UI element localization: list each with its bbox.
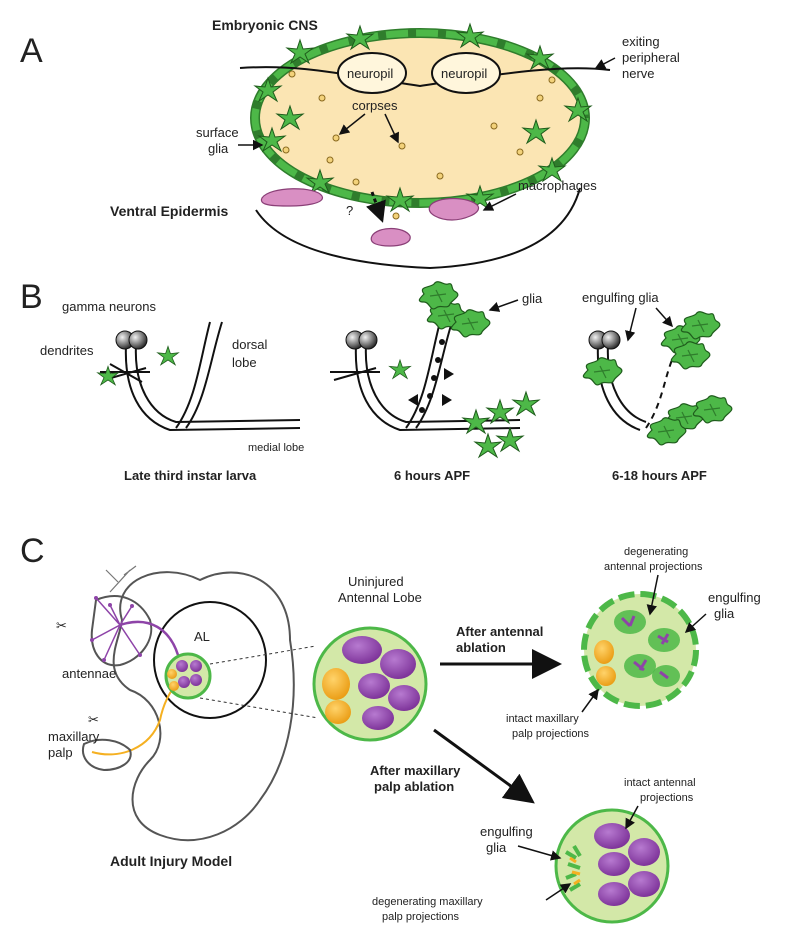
macrophage-1 (260, 188, 323, 207)
dashed-arrow (366, 191, 386, 223)
after-antennal-label-1: After antennal (456, 624, 543, 639)
small-lobe-glomeruli (167, 660, 202, 691)
panel-b: B gamma neurons dendrites dorsal lobe me… (20, 278, 733, 483)
degenerating-maxillary-label-2: palp projections (382, 911, 460, 923)
escaping-corpse (392, 212, 400, 220)
neuropil-right (431, 52, 501, 94)
surface-glia-label-2: glia (208, 141, 229, 156)
stage-3-label: 6-18 hours APF (612, 468, 707, 483)
peripheral-nerve (239, 66, 611, 88)
degenerating-maxillary-label-1: degenerating maxillary (372, 896, 483, 908)
neuron-soma-icon (128, 330, 148, 350)
degenerating-antennal-projections (614, 610, 680, 687)
embryonic-cns-title: Embryonic CNS (212, 17, 318, 33)
uninjured-glomeruli (322, 636, 420, 730)
intact-antennal-label-2: projections (640, 792, 694, 804)
question-mark: ? (346, 203, 353, 218)
glia-label: glia (522, 291, 543, 306)
al-label: AL (194, 629, 210, 644)
medial-lobe-label: medial lobe (248, 442, 304, 454)
intact-antennal-glomeruli (594, 823, 660, 906)
neuropil-left (337, 52, 407, 94)
exiting-nerve-label-1: exiting (622, 34, 660, 49)
after-maxillary-label-1: After maxillary (370, 763, 461, 778)
intact-antennal-label-1: intact antennal (624, 777, 696, 789)
macrophages-label: macrophages (518, 178, 597, 193)
adult-injury-model-label: Adult Injury Model (110, 853, 232, 869)
surface-glia-label-1: surface (196, 125, 239, 140)
panel-c: C AL antennae ✂ ✂ maxillary palp Adul (20, 532, 761, 924)
after-maxillary-label-2: palp ablation (374, 779, 454, 794)
neuropil-left-label: neuropil (347, 66, 393, 81)
neuron-soma-icon (601, 330, 621, 350)
neuropil-right-label: neuropil (441, 66, 487, 81)
antenna (90, 565, 180, 667)
maxillary-palp-outline (82, 738, 132, 772)
panel-a: A Embryonic CNS Ventral Epidermis (20, 17, 680, 270)
stage-6h-apf: glia 6 hours APF (330, 281, 543, 483)
head-outline (112, 571, 295, 842)
engulfing-glia-label-b: engulfing glia (582, 290, 659, 305)
stage-6-18h-apf: engulfing glia 6-18 hours APF (582, 290, 733, 483)
ventral-epidermis-label: Ventral Epidermis (110, 203, 228, 219)
engulfing-glia-label-c-2: glia (714, 606, 735, 621)
brain-outline (153, 601, 267, 719)
panel-b-letter: B (20, 278, 43, 316)
panel-c-letter: C (20, 532, 45, 570)
stage-2-label: 6 hours APF (394, 468, 470, 483)
exiting-nerve-label-2: peripheral (622, 50, 680, 65)
dendrites-label: dendrites (40, 343, 94, 358)
macrophage-2 (428, 197, 480, 221)
neuron-soma-icon (358, 330, 378, 350)
uninjured-label-1: Uninjured (348, 574, 404, 589)
maxillary-palp-label-1: maxillary (48, 729, 100, 744)
engulfing-glia-label-c2-2: glia (486, 840, 507, 855)
ventral-epidermis-arc (255, 187, 581, 270)
maxillary-ablation-arrow (433, 728, 535, 804)
macrophage-3 (370, 227, 411, 247)
stage-late-third-instar: gamma neurons dendrites dorsal lobe medi… (40, 299, 304, 483)
intact-maxillary-label-2: palp projections (512, 728, 590, 740)
scissors-icon: ✂ (56, 618, 67, 633)
dorsal-lobe-label-2: lobe (232, 355, 257, 370)
degenerating-maxillary-projections (564, 844, 582, 892)
degenerating-antennal-label-2: antennal projections (604, 561, 703, 573)
engulfing-glia-label-c2-1: engulfing (480, 824, 533, 839)
dorsal-lobe-label-1: dorsal (232, 337, 268, 352)
degenerating-antennal-label-1: degenerating (624, 546, 688, 558)
exiting-nerve-label-3: nerve (622, 66, 655, 81)
gamma-neurons-label: gamma neurons (62, 299, 156, 314)
corpses-label: corpses (352, 98, 398, 113)
after-antennal-label-2: ablation (456, 640, 506, 655)
uninjured-label-2: Antennal Lobe (338, 590, 422, 605)
corpses (282, 70, 556, 186)
stage-1-label: Late third instar larva (124, 468, 257, 483)
scissors-icon: ✂ (88, 712, 99, 727)
maxillary-palp-label-2: palp (48, 745, 73, 760)
intact-maxillary-label-1: intact maxillary (506, 713, 579, 725)
engulfing-glia-label-c-1: engulfing (708, 590, 761, 605)
antennae-label: antennae (62, 666, 116, 681)
panel-a-letter: A (20, 32, 43, 70)
